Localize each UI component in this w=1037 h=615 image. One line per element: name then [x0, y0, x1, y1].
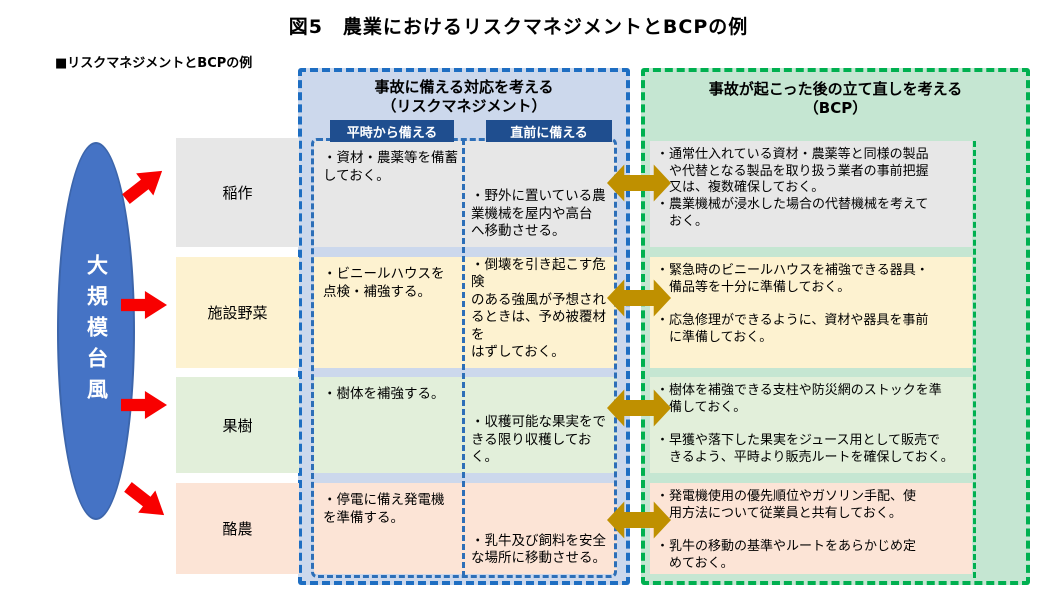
typhoon-ellipse: 大規模台風: [57, 142, 135, 520]
row-label-dairy: 酪農: [176, 483, 299, 574]
column-header-normal-prep: 平時から備える: [330, 120, 454, 142]
cell-fruit-normal-prep: ・樹体を補強する。: [314, 377, 465, 473]
cell-greenhouse-bcp: ・緊急時のビニールハウスを補強できる器具・ 備品等を十分に準備しておく。 ・応急…: [650, 257, 972, 368]
impact-arrow-icon: [119, 476, 172, 526]
cell-fruit-last-minute: ・収穫可能な果実をで きる限り収穫しておく。: [465, 377, 617, 473]
cell-dairy-normal-prep: ・停電に備え発電機 を準備する。: [314, 483, 465, 574]
cell-rice-normal-prep: ・資材・農薬等を備蓄 しておく。: [314, 141, 465, 247]
column-header-last-minute-prep: 直前に備える: [486, 120, 612, 142]
bcp-header: 事故が起こった後の立て直しを考える （BCP）: [708, 80, 963, 117]
row-label-rice: 稲作: [176, 138, 299, 247]
cell-fruit-bcp: ・樹体を補強できる支柱や防災網のストックを準 備しておく。 ・早獲や落下した果実…: [650, 377, 972, 473]
impact-arrow-icon: [117, 160, 170, 210]
row-label-fruit-trees: 果樹: [176, 377, 299, 473]
cell-text: ・野外に置いている農 業機械を屋内や高台 へ移動させる。: [471, 188, 606, 240]
cell-text: ・乳牛及び飼料を安全 な場所に移動させる。: [471, 532, 606, 567]
figure-subtitle: ■リスクマネジメントとBCPの例: [55, 56, 253, 71]
cell-dairy-last-minute: ・乳牛及び飼料を安全 な場所に移動させる。: [465, 483, 617, 574]
cell-text: ・倒壊を引き起こす危険 のある強風が予想され るときは、予め被覆材を はずしてお…: [471, 256, 606, 361]
cell-greenhouse-last-minute: ・倒壊を引き起こす危険 のある強風が予想され るときは、予め被覆材を はずしてお…: [465, 257, 617, 368]
cell-dairy-bcp: ・発電機使用の優先順位やガソリン手配、使 用方法について従業員と共有しておく。 …: [650, 483, 972, 574]
risk-management-header: 事故に備える対応を考える （リスクマネジメント）: [374, 78, 554, 115]
cell-greenhouse-normal-prep: ・ビニールハウスを 点検・補強する。: [314, 257, 465, 368]
typhoon-label: 大規模台風: [84, 253, 109, 409]
column-divider: [462, 139, 465, 577]
row-label-greenhouse-vegetables: 施設野菜: [176, 257, 299, 368]
bcp-inner-frame-line: [973, 141, 976, 578]
cell-rice-bcp: ・通常仕入れている資材・農薬等と同様の製品 や代替となる製品を取り扱う業者の事前…: [650, 141, 972, 247]
cell-text: ・収穫可能な果実をで きる限り収穫しておく。: [471, 414, 606, 466]
figure-title: 図5 農業におけるリスクマネジメントとBCPの例: [288, 16, 749, 38]
cell-rice-last-minute: ・野外に置いている農 業機械を屋内や高台 へ移動させる。: [465, 141, 617, 247]
